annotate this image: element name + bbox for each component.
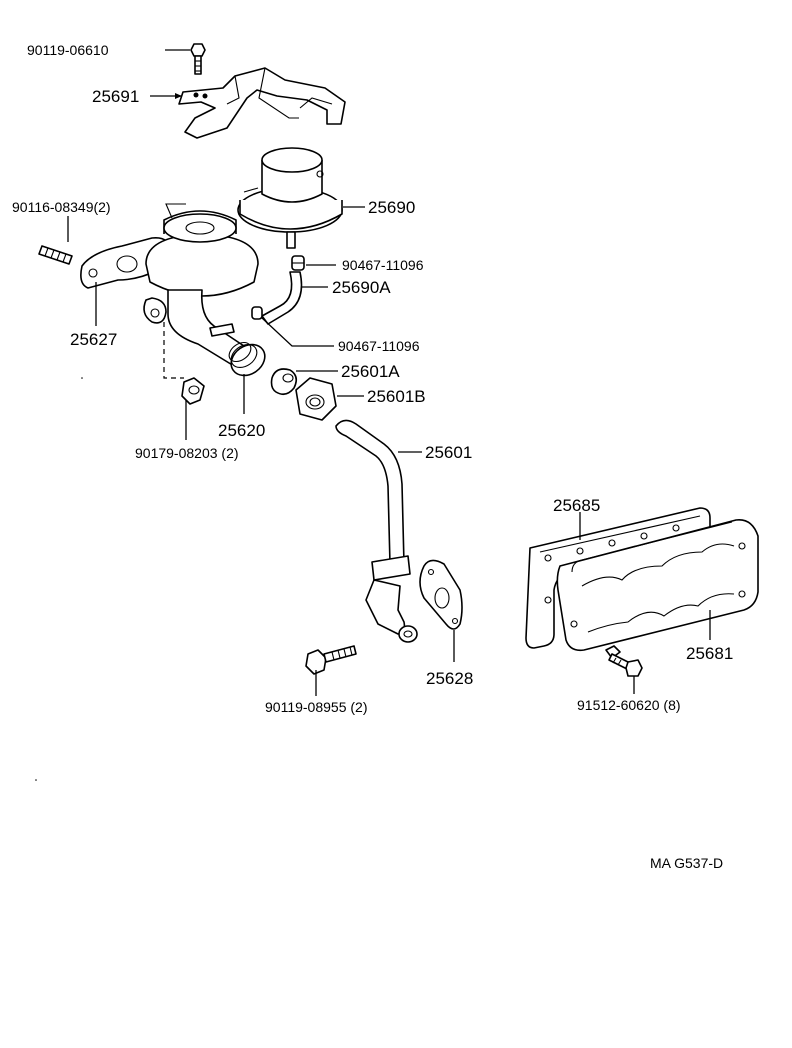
egr-valve[interactable] [143, 203, 271, 382]
label-modulator: 25690 [368, 198, 415, 217]
leader-clip-lower [261, 317, 334, 347]
label-gasket-valve: 25627 [70, 330, 117, 349]
label-cover-bolt: 91512-60620 (8) [577, 697, 681, 713]
bolt-top[interactable] [190, 43, 206, 75]
arrowhead-bracket [175, 93, 182, 99]
bracket[interactable] [178, 67, 346, 139]
cover-bolt[interactable] [605, 645, 643, 677]
label-stud: 90116-08349(2) [12, 199, 111, 215]
scan-dot [81, 377, 83, 379]
label-cover: 25681 [686, 644, 733, 663]
label-bolt-top: 90119-06610 [27, 42, 109, 58]
label-nut: 90179-08203 (2) [135, 445, 239, 461]
label-union-nut: 25601B [367, 387, 426, 406]
label-pipe: 25601 [425, 443, 472, 462]
stud-bolt[interactable] [38, 245, 73, 265]
union-nut[interactable] [295, 377, 337, 421]
figure-code: MA G537-D [650, 855, 723, 871]
dashed-guide [163, 322, 184, 379]
label-hose: 25690A [332, 278, 391, 297]
flange-gasket[interactable] [419, 559, 463, 630]
scan-dot [35, 779, 37, 781]
egr-cooler-cover[interactable] [556, 519, 759, 652]
label-cooler-gasket: 25685 [553, 496, 600, 515]
label-clip-lower: 90467-11096 [338, 338, 420, 354]
egr-pipe[interactable] [335, 419, 418, 643]
clip-upper[interactable] [291, 255, 305, 271]
vacuum-hose[interactable] [261, 271, 303, 325]
clip-lower[interactable] [251, 306, 263, 320]
label-bracket: 25691 [92, 87, 139, 106]
egr-vacuum-modulator[interactable] [237, 147, 343, 249]
ferrule[interactable] [270, 368, 298, 396]
flange-bolt[interactable] [305, 645, 357, 675]
label-egr-valve: 25620 [218, 421, 265, 440]
label-flange-bolt: 90119-08955 (2) [265, 699, 367, 715]
label-flange-gasket: 25628 [426, 669, 473, 688]
label-ferrule: 25601A [341, 362, 400, 381]
nut[interactable] [181, 377, 205, 405]
label-clip-upper: 90467-11096 [342, 257, 424, 273]
